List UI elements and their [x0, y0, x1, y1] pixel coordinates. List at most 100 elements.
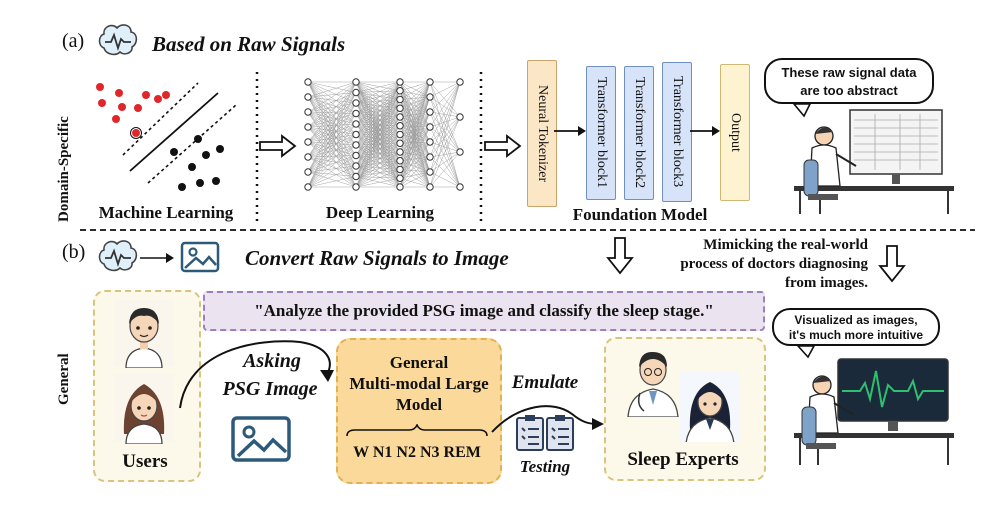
nn-connection [307, 96, 357, 135]
nn-connection [307, 102, 357, 188]
nn-connection [399, 96, 431, 135]
nn-connection [307, 102, 357, 128]
nn-connection [429, 116, 461, 173]
nn-connection [307, 113, 357, 158]
nn-connection [355, 90, 401, 188]
nn-connection [399, 81, 431, 100]
nn-node [396, 174, 404, 182]
nn-connection [429, 81, 461, 128]
nn-connection [307, 96, 357, 146]
arrow-brain-to-image [140, 253, 174, 263]
nn-connection [399, 111, 431, 153]
nn-connection [307, 134, 357, 188]
nn-connection [307, 176, 357, 188]
nn-node [352, 172, 360, 181]
users-label: Users [122, 451, 168, 472]
nn-connection [307, 92, 357, 173]
nn-connection [355, 134, 401, 188]
neural-network-diagram [304, 78, 464, 191]
nn-node [304, 78, 312, 86]
brain-icon [98, 240, 138, 272]
nn-connection [429, 111, 461, 153]
nn-node [456, 183, 464, 191]
nn-connection [307, 134, 357, 158]
nn-node [396, 139, 404, 147]
nn-connection [307, 92, 357, 158]
nn-connection [429, 81, 461, 173]
nn-connection [307, 123, 357, 173]
nn-connection [355, 81, 401, 109]
nn-connection [429, 141, 461, 188]
nn-connection [307, 96, 357, 177]
nn-connection [307, 113, 357, 173]
nn-node [396, 104, 404, 112]
nn-connection [355, 81, 401, 167]
nn-connection [399, 96, 431, 179]
arrow-tok-to-tf1 [554, 126, 586, 136]
nn-node [304, 93, 312, 101]
general-mllm-box: General Multi-modal Large Model [336, 338, 502, 484]
nn-connection [355, 125, 401, 167]
nn-connection [355, 81, 401, 135]
prompt-box: "Analyze the provided PSG image and clas… [203, 291, 765, 331]
male-expert-avatar [627, 351, 679, 417]
nn-connection [355, 81, 401, 146]
nn-connection [355, 81, 401, 104]
nn-connection [399, 81, 431, 126]
nn-connection [355, 108, 401, 188]
nn-connection [355, 178, 401, 188]
nn-connection [307, 92, 357, 128]
nn-connection [307, 96, 357, 114]
asking-label: Asking [243, 350, 301, 372]
nn-node [304, 183, 312, 191]
nn-connection [355, 125, 401, 177]
output-block: Output [720, 64, 750, 201]
doctor-at-desk-illustration-b [794, 345, 954, 465]
nn-connection [307, 155, 357, 188]
ml-scatter-plot [96, 82, 237, 191]
nn-node [426, 78, 434, 86]
section-a-title: Based on Raw Signals [152, 32, 346, 56]
neural-tokenizer-block: Neural Tokenizer [527, 60, 557, 207]
nn-node [352, 120, 360, 128]
nn-node [352, 109, 360, 118]
transformer-block-2: Transformer block2 [624, 66, 654, 200]
nn-node [456, 113, 464, 121]
boy-avatar [114, 300, 174, 368]
nn-connection [399, 171, 431, 188]
nn-connection [307, 92, 357, 113]
transformer-block-1: Transformer block1 [586, 66, 616, 200]
nn-connection [399, 111, 431, 161]
nn-connection [307, 81, 357, 188]
nn-node [352, 162, 360, 170]
nn-connection [307, 81, 357, 93]
nn-node [352, 88, 360, 97]
nn-connection [399, 96, 431, 118]
nn-connection [355, 81, 401, 93]
nn-connection [429, 116, 461, 143]
nn-connection [355, 99, 401, 177]
emulate-arrow [491, 405, 604, 433]
nn-connection [307, 134, 357, 143]
mimic-note: Mimicking the real-world process of doct… [680, 237, 868, 291]
nn-node [304, 123, 312, 131]
nn-connection [355, 108, 401, 177]
nn-node [396, 130, 404, 139]
nn-connection [307, 144, 357, 188]
section-a-label: (a) [62, 30, 85, 52]
nn-node [396, 95, 404, 104]
nn-connection [307, 81, 357, 98]
nn-connection [429, 141, 461, 153]
nn-connection [399, 81, 431, 109]
nn-connection [307, 111, 357, 188]
nn-connection [429, 116, 461, 158]
nn-connection [307, 81, 357, 128]
asking-arrow [179, 340, 334, 409]
nn-connection [307, 81, 357, 158]
nn-connection [307, 92, 357, 98]
nn-connection [355, 160, 401, 188]
nn-connection [355, 81, 401, 188]
section-separator [80, 229, 975, 231]
nn-connection [355, 81, 401, 114]
nn-connection [399, 81, 431, 113]
